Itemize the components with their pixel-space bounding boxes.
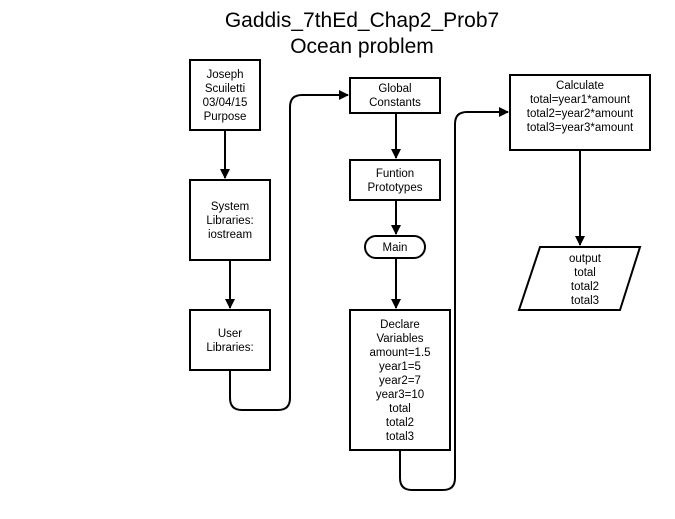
output-line: total3 — [571, 295, 599, 307]
calculate-line: total2=year2*amount — [527, 108, 634, 120]
declare-variables-box: Declare Variables amount=1.5 year1=5 yea… — [349, 309, 451, 451]
calculate-line: total=year1*amount — [530, 94, 631, 106]
system-libraries-line: System — [211, 201, 249, 213]
global-constants-box: Global Constants — [349, 77, 441, 114]
declare-variables-line: total — [389, 403, 411, 415]
declare-variables-line: total2 — [386, 417, 414, 429]
system-libraries-line: iostream — [208, 229, 252, 241]
main-label: Main — [383, 242, 408, 254]
header-line: 03/04/15 — [203, 97, 248, 109]
declare-variables-line: amount=1.5 — [369, 347, 430, 359]
diagram-title-line2: Ocean problem — [290, 35, 434, 58]
declare-variables-line: Variables — [376, 333, 423, 345]
output-line: total2 — [571, 281, 599, 293]
user-libraries-line: Libraries: — [206, 342, 253, 354]
declare-variables-line: year2=7 — [379, 375, 421, 387]
declare-variables-line: total3 — [386, 431, 414, 443]
user-libraries-box: User Libraries: — [189, 309, 271, 371]
diagram-title-line1: Gaddis_7thEd_Chap2_Prob7 — [225, 9, 499, 32]
header-box: Joseph Scuiletti 03/04/15 Purpose — [189, 59, 261, 131]
global-constants-line: Constants — [369, 97, 421, 109]
function-prototypes-line: Prototypes — [368, 182, 423, 194]
connector-userlibs-to-globals — [229, 90, 349, 411]
output-parallelogram: output total total2 total3 — [517, 246, 642, 311]
header-line: Joseph — [206, 69, 243, 81]
calculate-box: Calculate total=year1*amount total2=year… — [509, 74, 651, 151]
main-terminator: Main — [364, 235, 426, 259]
function-prototypes-line: Funtion — [376, 168, 414, 180]
declare-variables-line: year1=5 — [379, 361, 421, 373]
header-line: Purpose — [204, 111, 247, 123]
function-prototypes-box: Funtion Prototypes — [349, 159, 441, 201]
header-line: Scuiletti — [205, 83, 245, 95]
global-constants-line: Global — [378, 83, 411, 95]
output-line: output — [569, 253, 602, 265]
system-libraries-line: Libraries: — [206, 215, 253, 227]
calculate-line: total3=year3*amount — [527, 122, 634, 134]
user-libraries-line: User — [218, 328, 242, 340]
system-libraries-box: System Libraries: iostream — [189, 179, 271, 261]
output-line: total — [574, 267, 596, 279]
declare-variables-line: year3=10 — [376, 389, 424, 401]
connector-declare-to-calculate — [399, 107, 509, 491]
calculate-line: Calculate — [556, 80, 604, 92]
declare-variables-line: Declare — [380, 319, 420, 331]
